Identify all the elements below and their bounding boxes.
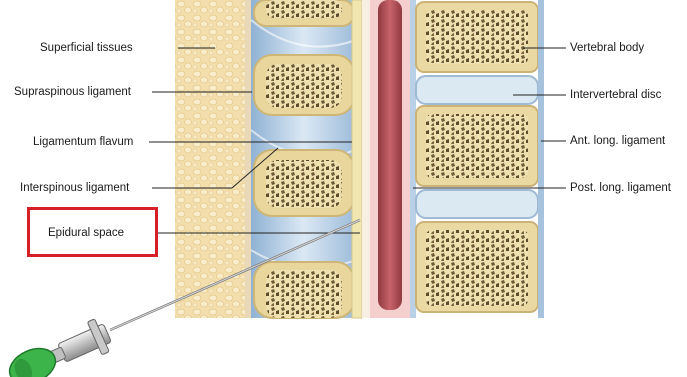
label-supraspinous-ligament: Supraspinous ligament <box>14 85 131 99</box>
epidural-space-highlight-box <box>27 207 158 257</box>
spinous-process-2 <box>254 150 354 216</box>
label-ligamentum-flavum: Ligamentum flavum <box>33 135 133 149</box>
spinous-process-1 <box>254 55 354 115</box>
vertebral-body-2 <box>416 106 538 186</box>
spinal-cord <box>378 0 402 310</box>
label-ant-long-ligament: Ant. long. ligament <box>570 134 665 148</box>
intervertebral-disc-2 <box>416 190 538 218</box>
label-interspinous-ligament: Interspinous ligament <box>20 181 129 195</box>
label-superficial-tissues: Superficial tissues <box>40 41 133 55</box>
ligamentum-flavum <box>352 0 362 318</box>
label-vertebral-body: Vertebral body <box>570 41 644 55</box>
label-post-long-ligament: Post. long. ligament <box>570 181 671 195</box>
vertebral-body-1 <box>416 2 538 72</box>
epidural-space-region <box>362 0 370 318</box>
spinous-process-3 <box>254 262 354 318</box>
vertebral-body-3 <box>416 222 538 312</box>
intervertebral-disc-1 <box>416 76 538 104</box>
spinous-process-top <box>254 0 354 26</box>
label-intervertebral-disc: Intervertebral disc <box>570 88 661 102</box>
